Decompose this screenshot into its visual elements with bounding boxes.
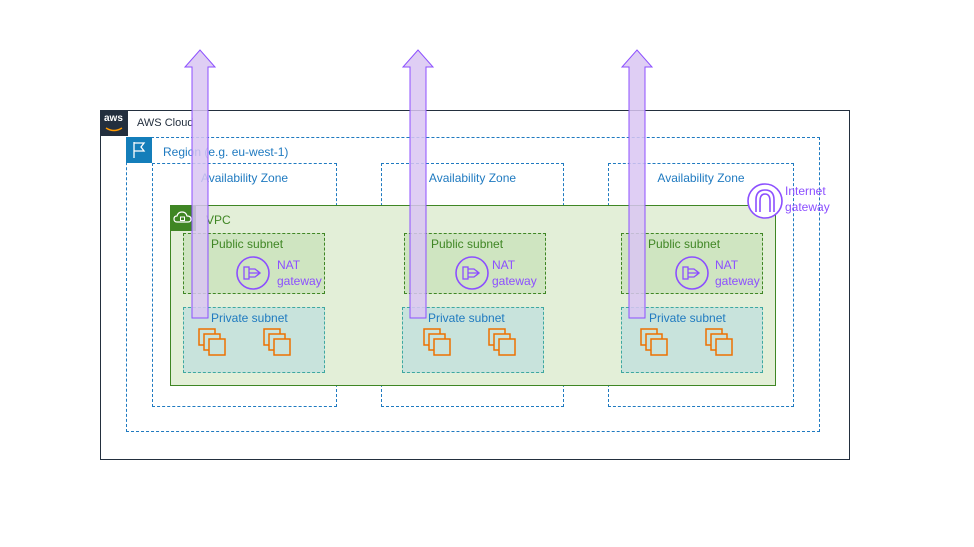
outbound-arrow-3	[620, 49, 654, 319]
nat-gateway-2-line2: gateway	[492, 274, 537, 288]
ec2-instance-icon	[263, 328, 291, 356]
nat-gateway-2-label: NAT gateway	[492, 257, 537, 289]
nat-gateway-2-icon	[455, 256, 489, 290]
internet-gateway-line2: gateway	[785, 200, 830, 214]
ec2-instance-icon	[488, 328, 516, 356]
ec2-instance-icon	[705, 328, 733, 356]
public-subnet-1-label: Public subnet	[211, 237, 284, 251]
aws-logo-icon: aws	[100, 110, 128, 136]
nat-gateway-1-line1: NAT	[277, 258, 301, 272]
nat-gateway-3-label: NAT gateway	[715, 257, 760, 289]
vpc-label: VPC	[206, 213, 231, 227]
internet-gateway-icon	[747, 183, 783, 219]
internet-gateway-label: Internet gateway	[785, 183, 830, 215]
nat-gateway-1-icon	[236, 256, 270, 290]
aws-logo-text: aws	[104, 113, 123, 124]
private-subnet-3-label: Private subnet	[649, 311, 726, 325]
aws-cloud-label: AWS Cloud	[137, 117, 194, 129]
public-subnet-2	[404, 233, 546, 294]
ec2-instance-icon	[423, 328, 451, 356]
nat-gateway-1-line2: gateway	[277, 274, 322, 288]
availability-zone-2-label: Availability Zone	[428, 171, 517, 185]
public-subnet-2-label: Public subnet	[431, 237, 504, 251]
nat-gateway-2-line1: NAT	[492, 258, 516, 272]
availability-zone-3-label: Availability Zone	[657, 171, 745, 185]
region-group	[126, 137, 820, 432]
region-flag-icon	[126, 137, 152, 163]
nat-gateway-3-line1: NAT	[715, 258, 739, 272]
private-subnet-2-label: Private subnet	[428, 311, 505, 325]
public-subnet-3-label: Public subnet	[648, 237, 721, 251]
aws-cloud-group	[100, 110, 850, 460]
ec2-instance-icon	[198, 328, 226, 356]
outbound-arrow-2	[401, 49, 435, 319]
internet-gateway-line1: Internet	[785, 184, 826, 198]
nat-gateway-3-line2: gateway	[715, 274, 760, 288]
availability-zone-1-label: Availability Zone	[200, 171, 289, 185]
private-subnet-1-label: Private subnet	[211, 311, 288, 325]
nat-gateway-3-icon	[675, 256, 709, 290]
nat-gateway-1-label: NAT gateway	[277, 257, 322, 289]
outbound-arrow-1	[183, 49, 217, 319]
ec2-instance-icon	[640, 328, 668, 356]
